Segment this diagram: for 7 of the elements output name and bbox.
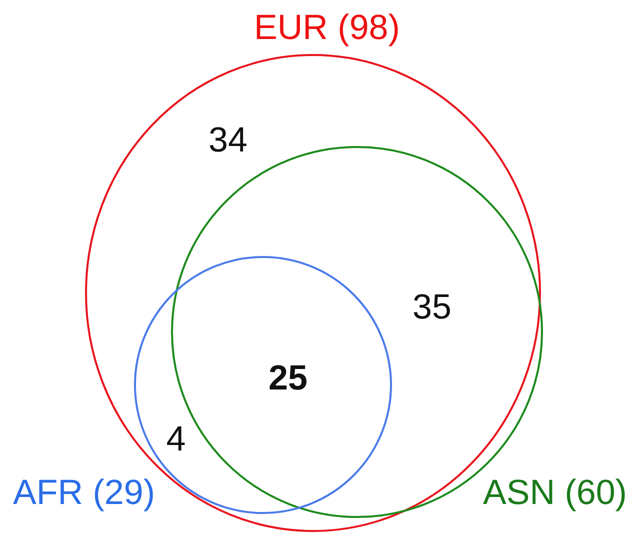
set-label: AFR (29) (13, 474, 155, 510)
set-label: ASN (60) (483, 474, 627, 510)
region-count: 34 (208, 122, 248, 158)
region-count: 35 (412, 290, 452, 324)
region-count: 25 (268, 360, 308, 396)
set-label: EUR (98) (254, 10, 400, 44)
region-count: 4 (166, 422, 186, 456)
